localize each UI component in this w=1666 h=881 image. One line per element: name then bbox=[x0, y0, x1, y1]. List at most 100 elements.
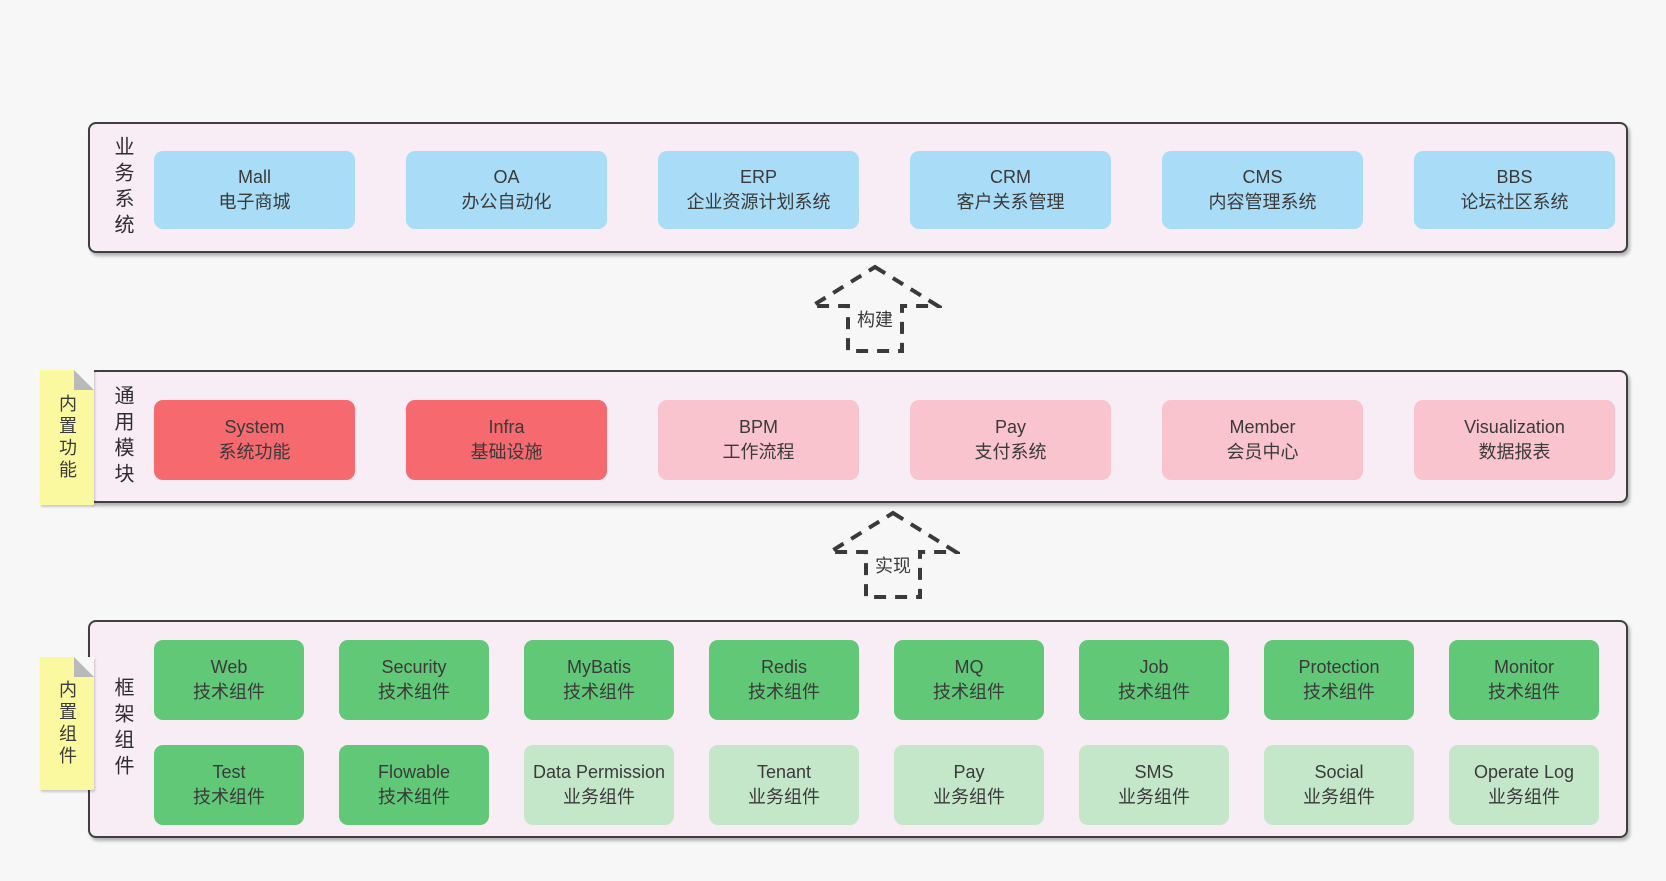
box-crm: CRM 客户关系管理 bbox=[910, 151, 1111, 229]
layer-label-common-modules: 通用模块 bbox=[111, 384, 133, 489]
box-title: Job bbox=[1139, 657, 1169, 678]
box-subtitle: 技术组件 bbox=[378, 787, 450, 807]
layer-framework-components: 内置组件 框架组件 Web 技术组件 Security 技术组件 MyBatis… bbox=[40, 620, 1628, 838]
box-subtitle: 业务组件 bbox=[1488, 787, 1560, 807]
box-subtitle: 数据报表 bbox=[1478, 442, 1551, 462]
box-cms: CMS 内容管理系统 bbox=[1162, 151, 1363, 229]
modules-box-row: System 系统功能 Infra 基础设施 BPM 工作流程 Pay 支付系统… bbox=[154, 400, 1615, 480]
box-title: ERP bbox=[739, 167, 777, 188]
box-subtitle: 技术组件 bbox=[1118, 682, 1190, 702]
sticky-note-label: 内置组件 bbox=[57, 679, 77, 768]
box-data-permission: Data Permission 业务组件 bbox=[524, 745, 674, 825]
box-subtitle: 企业资源计划系统 bbox=[686, 192, 831, 212]
box-subtitle: 内容管理系统 bbox=[1208, 192, 1317, 212]
box-mq: MQ 技术组件 bbox=[894, 640, 1044, 720]
box-title: Test bbox=[212, 762, 246, 783]
box-title: BPM bbox=[738, 417, 778, 438]
box-title: Mall bbox=[237, 167, 271, 188]
box-title: Security bbox=[381, 657, 447, 678]
box-erp: ERP 企业资源计划系统 bbox=[658, 151, 859, 229]
box-security: Security 技术组件 bbox=[339, 640, 489, 720]
box-sms: SMS 业务组件 bbox=[1079, 745, 1229, 825]
box-subtitle: 工作流程 bbox=[722, 442, 795, 462]
box-redis: Redis 技术组件 bbox=[709, 640, 859, 720]
box-oa: OA 办公自动化 bbox=[406, 151, 607, 229]
framework-box-row-1: Web 技术组件 Security 技术组件 MyBatis 技术组件 Redi… bbox=[154, 640, 1599, 720]
implement-arrow-label: 实现 bbox=[872, 552, 914, 578]
sticky-note-built-in-components: 内置组件 bbox=[40, 657, 94, 790]
box-subtitle: 技术组件 bbox=[748, 682, 820, 702]
box-subtitle: 电子商城 bbox=[218, 192, 291, 212]
box-title: OA bbox=[493, 167, 520, 188]
box-pay: Pay 支付系统 bbox=[910, 400, 1111, 480]
box-subtitle: 技术组件 bbox=[193, 787, 265, 807]
box-subtitle: 支付系统 bbox=[974, 442, 1047, 462]
box-subtitle: 业务组件 bbox=[748, 787, 820, 807]
box-web: Web 技术组件 bbox=[154, 640, 304, 720]
box-title: CMS bbox=[1242, 167, 1283, 188]
box-mall: Mall 电子商城 bbox=[154, 151, 355, 229]
box-operate-log: Operate Log 业务组件 bbox=[1449, 745, 1599, 825]
box-title: Web bbox=[210, 657, 248, 678]
box-title: SMS bbox=[1134, 762, 1174, 783]
layer-label-framework-components: 框架组件 bbox=[111, 677, 133, 781]
box-subtitle: 会员中心 bbox=[1226, 442, 1299, 462]
box-subtitle: 业务组件 bbox=[1118, 787, 1190, 807]
box-protection: Protection 技术组件 bbox=[1264, 640, 1414, 720]
box-subtitle: 基础设施 bbox=[470, 442, 543, 462]
box-subtitle: 技术组件 bbox=[193, 682, 265, 702]
framework-box-row-2: Test 技术组件 Flowable 技术组件 Data Permission … bbox=[154, 745, 1599, 825]
box-subtitle: 技术组件 bbox=[933, 682, 1005, 702]
box-subtitle: 技术组件 bbox=[1488, 682, 1560, 702]
layer-business-systems: 业务系统 Mall 电子商城 OA 办公自动化 ERP 企业资源计划系统 CRM… bbox=[88, 122, 1628, 253]
build-arrow: 构建 bbox=[808, 263, 942, 355]
box-title: Infra bbox=[488, 417, 525, 438]
sticky-note-built-in-features: 内置功能 bbox=[40, 370, 94, 505]
box-subtitle: 业务组件 bbox=[1303, 787, 1375, 807]
box-title: Social bbox=[1314, 762, 1364, 783]
box-title: System bbox=[224, 417, 285, 438]
box-subtitle: 客户关系管理 bbox=[956, 192, 1065, 212]
box-job: Job 技术组件 bbox=[1079, 640, 1229, 720]
build-arrow-label: 构建 bbox=[854, 306, 896, 332]
box-pay-biz: Pay 业务组件 bbox=[894, 745, 1044, 825]
box-subtitle: 办公自动化 bbox=[461, 192, 552, 212]
box-subtitle: 技术组件 bbox=[378, 682, 450, 702]
layer-label-business-systems: 业务系统 bbox=[111, 135, 133, 240]
box-title: MQ bbox=[954, 657, 984, 678]
box-subtitle: 业务组件 bbox=[563, 787, 635, 807]
box-title: Pay bbox=[994, 417, 1027, 438]
box-system: System 系统功能 bbox=[154, 400, 355, 480]
box-social: Social 业务组件 bbox=[1264, 745, 1414, 825]
box-mybatis: MyBatis 技术组件 bbox=[524, 640, 674, 720]
sticky-note-label: 内置功能 bbox=[57, 393, 77, 482]
box-title: Tenant bbox=[756, 762, 812, 783]
box-subtitle: 系统功能 bbox=[218, 442, 291, 462]
box-member: Member 会员中心 bbox=[1162, 400, 1363, 480]
box-flowable: Flowable 技术组件 bbox=[339, 745, 489, 825]
box-title: MyBatis bbox=[566, 657, 631, 678]
box-bbs: BBS 论坛社区系统 bbox=[1414, 151, 1615, 229]
box-title: Member bbox=[1229, 417, 1296, 438]
box-title: Redis bbox=[760, 657, 808, 678]
box-subtitle: 技术组件 bbox=[563, 682, 635, 702]
up-arrow-dashed-icon bbox=[808, 264, 942, 353]
box-title: Visualization bbox=[1464, 417, 1565, 438]
up-arrow-dashed-icon bbox=[826, 510, 960, 599]
layer-common-modules: 内置功能 通用模块 System 系统功能 Infra 基础设施 BPM 工作流… bbox=[40, 370, 1628, 505]
box-subtitle: 论坛社区系统 bbox=[1460, 192, 1569, 212]
box-infra: Infra 基础设施 bbox=[406, 400, 607, 480]
box-title: Pay bbox=[953, 762, 985, 783]
implement-arrow: 实现 bbox=[826, 509, 960, 601]
box-title: Data Permission bbox=[532, 762, 666, 783]
box-monitor: Monitor 技术组件 bbox=[1449, 640, 1599, 720]
box-title: Operate Log bbox=[1473, 762, 1575, 783]
box-title: CRM bbox=[990, 167, 1031, 188]
box-bpm: BPM 工作流程 bbox=[658, 400, 859, 480]
business-box-row: Mall 电子商城 OA 办公自动化 ERP 企业资源计划系统 CRM 客户关系… bbox=[154, 151, 1615, 229]
box-subtitle: 技术组件 bbox=[1303, 682, 1375, 702]
box-subtitle: 业务组件 bbox=[933, 787, 1005, 807]
box-title: Monitor bbox=[1493, 657, 1555, 678]
box-tenant: Tenant 业务组件 bbox=[709, 745, 859, 825]
box-visualization: Visualization 数据报表 bbox=[1414, 400, 1615, 480]
